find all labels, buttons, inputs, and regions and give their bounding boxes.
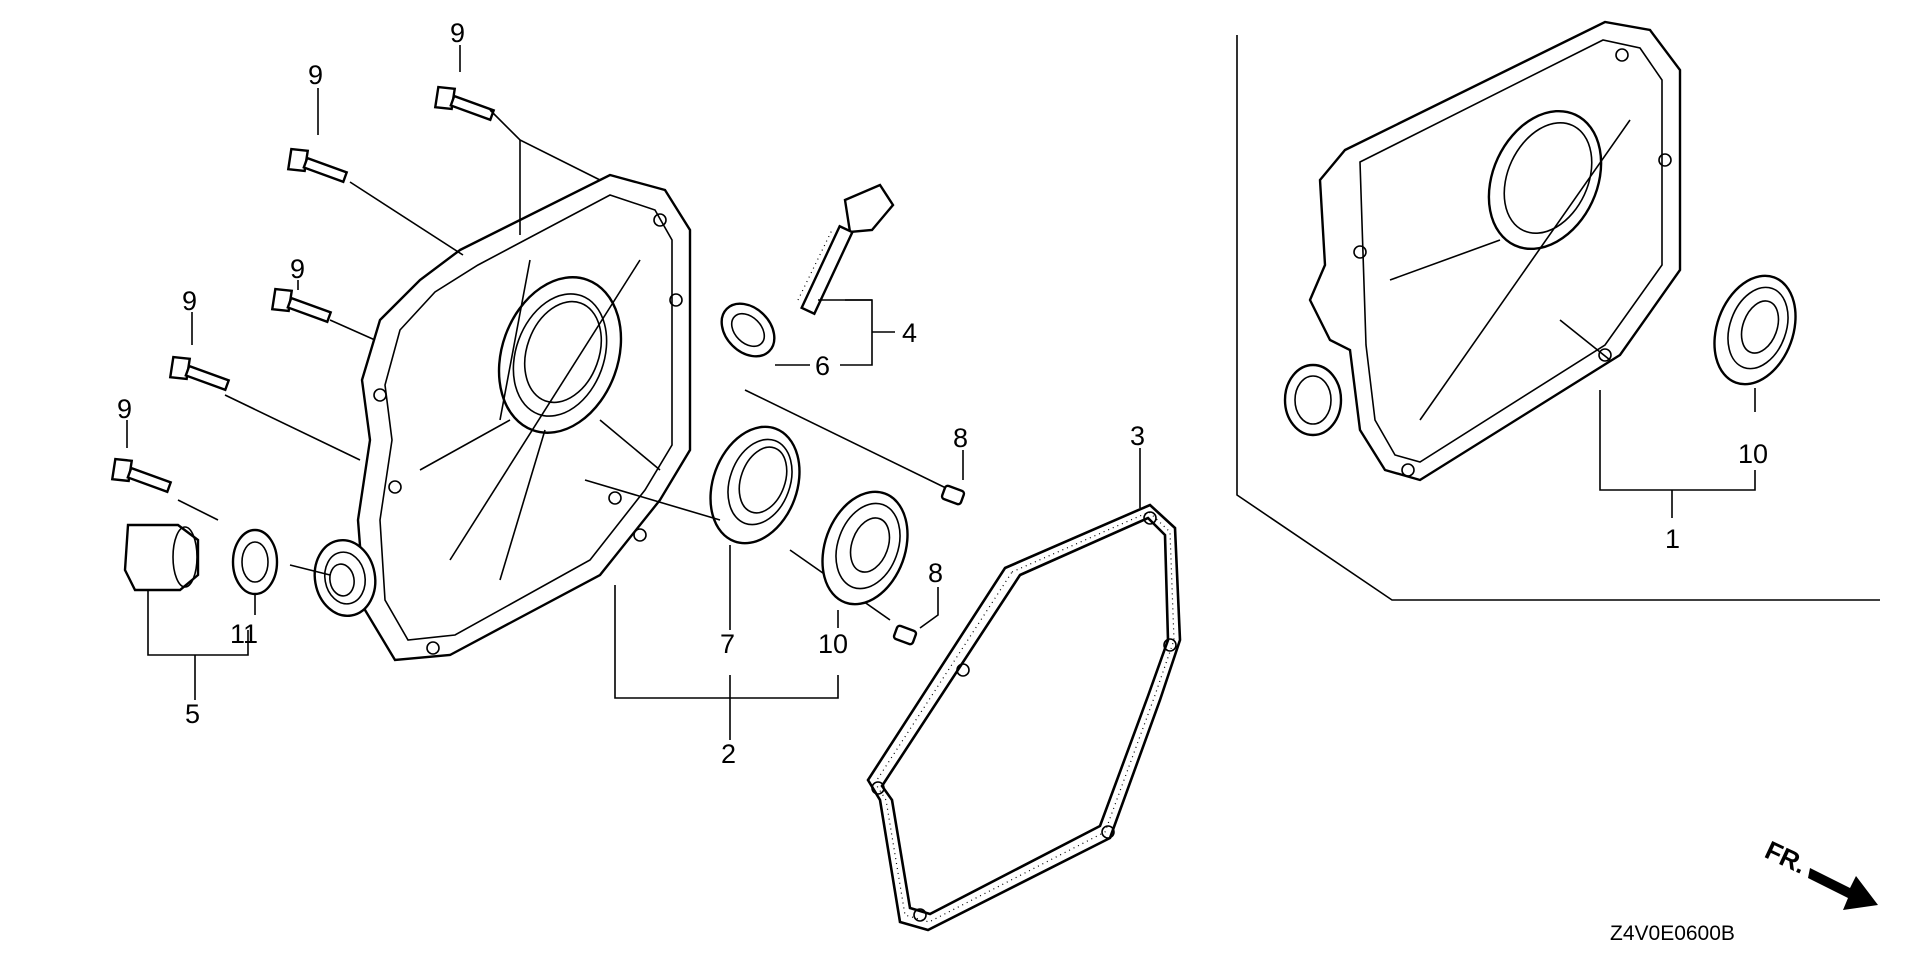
callout-7: 7: [720, 629, 735, 659]
diagram-code: Z4V0E0600B: [1610, 922, 1735, 945]
oil-seal-part: [720, 302, 951, 491]
callout-labels: 1 2 3 4 5 6 7 8 8 9 9 9 9 9 10 10 11: [117, 18, 1768, 769]
callout-3: 3: [1130, 421, 1145, 451]
callout-1: 1: [1665, 524, 1680, 554]
callout-11: 11: [230, 619, 258, 649]
flange-bolts: [110, 85, 496, 494]
callout-9a: 9: [450, 18, 465, 48]
callout-6: 6: [815, 351, 830, 381]
crankcase-cover-part: [313, 173, 692, 662]
gasket-part: [866, 448, 1182, 932]
callout-9e: 9: [117, 394, 132, 424]
callout-9b: 9: [308, 60, 323, 90]
front-direction-arrow-icon: [1808, 868, 1878, 910]
bracket-2: [614, 585, 839, 740]
callout-10a: 10: [818, 629, 848, 659]
callout-2: 2: [721, 739, 736, 769]
inset-crankcase-cover-part: [1283, 20, 1682, 482]
inset-ball-bearing-part: [1713, 274, 1797, 412]
callout-9c: 9: [290, 254, 305, 284]
leader-lines-9: [126, 45, 601, 576]
callout-10b: 10: [1738, 439, 1768, 469]
callout-5: 5: [185, 699, 200, 729]
callout-4: 4: [902, 318, 917, 348]
oil-filler-cap-part: [797, 183, 895, 366]
crank-oil-seal-part: [584, 425, 801, 630]
callout-8a: 8: [953, 423, 968, 453]
sealing-washer-part: [231, 528, 279, 615]
ball-bearing-part: [821, 490, 909, 628]
callout-8b: 8: [928, 558, 943, 588]
drain-plug-part: [123, 523, 249, 700]
inset-frame: [1236, 35, 1880, 601]
front-direction-label: FR.: [1761, 835, 1812, 880]
callout-9d: 9: [182, 286, 197, 316]
bracket-1: [1599, 390, 1756, 518]
